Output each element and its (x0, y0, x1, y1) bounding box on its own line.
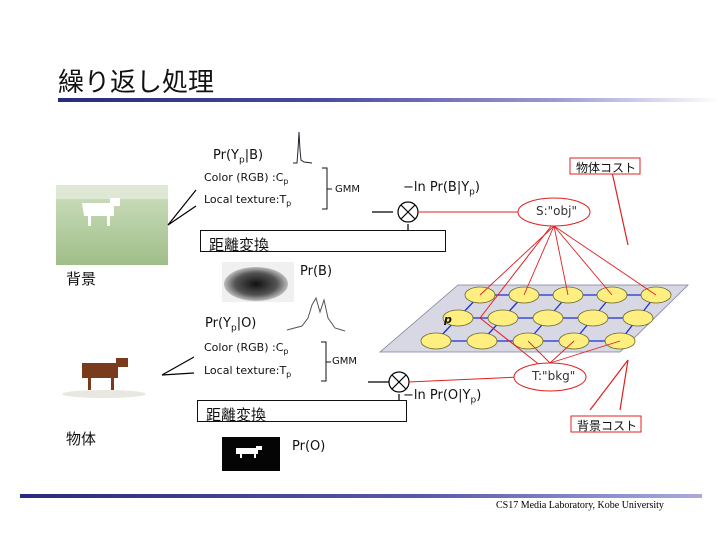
object-photo (60, 352, 160, 400)
graph-node (622, 309, 654, 327)
neg-log-background: −ln Pr(B|Yp) (403, 180, 480, 198)
tlink-source (523, 225, 555, 296)
graph-node (577, 309, 609, 327)
background-cost-callout-line (589, 359, 629, 411)
cow-silhouette-white (82, 198, 120, 226)
tlink-source (553, 225, 569, 296)
graph-node (466, 332, 498, 350)
background-label: 背景 (66, 270, 97, 288)
distance-transform-top: 距離変換 (200, 230, 446, 254)
source-node (517, 197, 591, 227)
arrow-photo-color-top (167, 189, 197, 226)
graph-nodes (420, 286, 672, 350)
object-cost-callout-line (603, 171, 629, 246)
tlink-source (479, 225, 555, 296)
color-feature-bottom: Color (RGB) :Cp (204, 341, 289, 357)
tlink-sink (549, 340, 621, 364)
feature-bracket-bottom (321, 341, 327, 382)
prior-background-label: Pr(B) (300, 264, 333, 279)
tlink-source (553, 225, 613, 296)
arrow-photo-color-bottom (161, 356, 195, 376)
graph-node (487, 309, 519, 327)
color-feature-top: Color (RGB) :Cp (204, 171, 289, 187)
feature-bracket-top (322, 167, 328, 210)
background-cost-label: 背景コスト (577, 419, 638, 433)
arrow-photo-texture-top (167, 205, 197, 226)
distance-transform-bottom: 距離変換 (197, 400, 407, 424)
tlink-sink (549, 340, 575, 364)
tlink-sink (527, 340, 551, 364)
footer-credit: CS17 Media Laboratory, Kobe University (496, 500, 664, 511)
sink-label: T:"bkg" (532, 369, 576, 383)
combine-node-top (397, 201, 419, 223)
graph-node (532, 309, 564, 327)
pixel-label: p (444, 313, 452, 326)
title-rule (58, 98, 720, 102)
tlink-source-pixel (479, 224, 553, 319)
texture-feature-top: Local texture:Tp (204, 193, 292, 209)
neg-log-object: −ln Pr(O|Yp) (403, 388, 482, 406)
tlink-pixel-sink (479, 317, 542, 367)
source-label: S:"obj" (536, 204, 577, 218)
prior-object-label: Pr(O) (292, 439, 326, 454)
graph-node (442, 309, 474, 327)
sink-node (513, 362, 587, 392)
background-photo (56, 185, 168, 265)
likelihood-background-label: Pr(Yp|B) (213, 148, 264, 166)
object-label: 物体 (66, 430, 97, 448)
gmm-top: GMM (335, 184, 361, 195)
gmm-bottom: GMM (332, 356, 358, 367)
likelihood-curve-object (286, 296, 346, 332)
texture-feature-bottom: Local texture:Tp (204, 364, 292, 380)
footer-rule (20, 494, 702, 498)
likelihood-object-label: Pr(Yp|O) (205, 316, 257, 334)
likelihood-curve-background (293, 131, 313, 164)
arrow-photo-texture-bottom (161, 372, 195, 376)
object-cost-label: 物体コスト (576, 161, 637, 175)
graph-node (420, 332, 452, 350)
cow-brown-icon (82, 358, 128, 390)
page-title: 繰り返し処理 (58, 68, 215, 98)
tlink-source (553, 225, 657, 296)
